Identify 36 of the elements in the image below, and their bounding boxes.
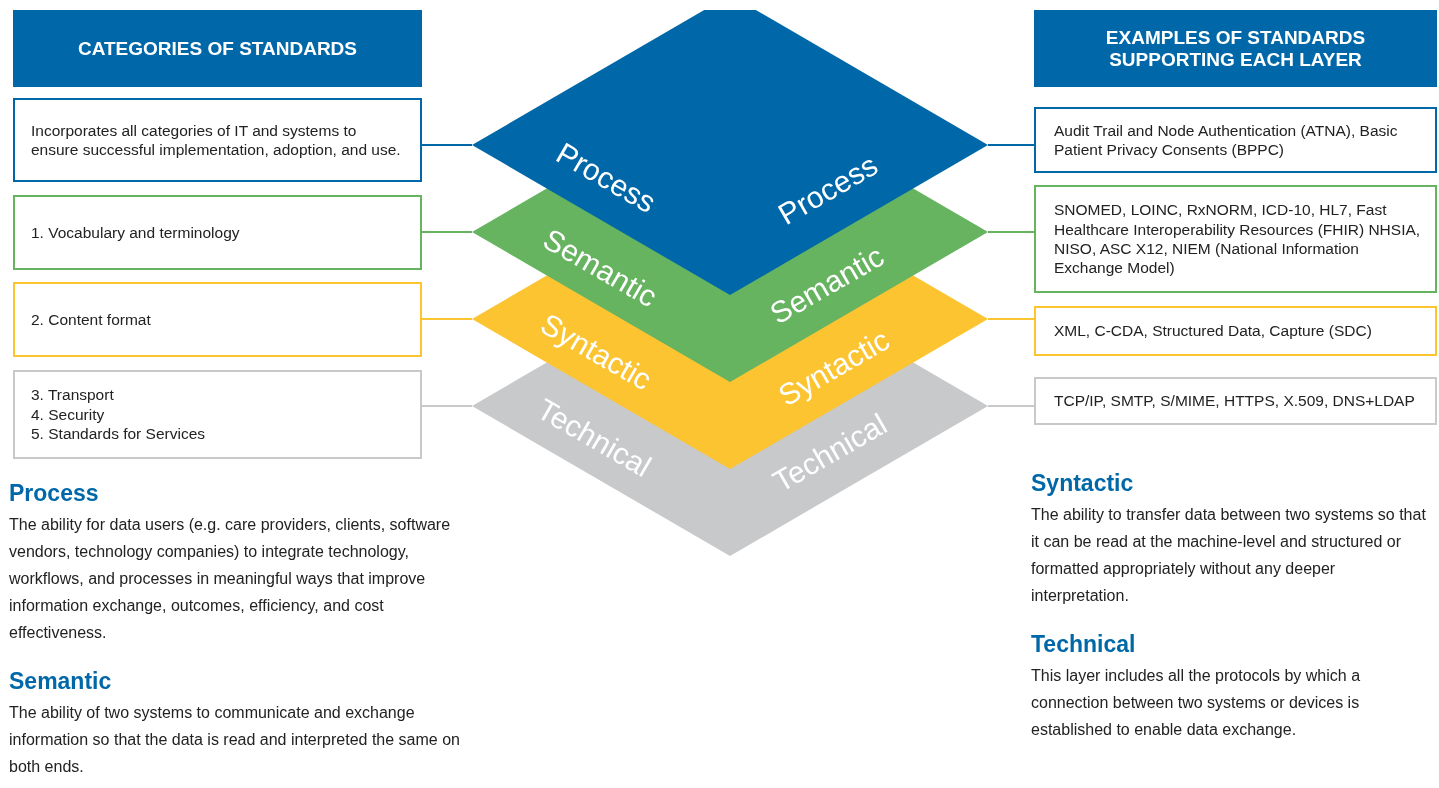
section-heading: Process — [9, 480, 99, 507]
connector-line — [421, 231, 473, 233]
connector-line — [987, 231, 1035, 233]
box-text: Audit Trail and Node Authentication (ATNA), Basic Patient Privacy Consents (BPPC) — [1054, 120, 1399, 160]
box-text: 5. Standards for Services — [31, 424, 207, 444]
connector-line — [421, 144, 473, 146]
box-text: 3. Transport — [31, 385, 115, 405]
category-box — [1034, 377, 1437, 425]
category-box — [13, 98, 422, 182]
category-box — [1034, 185, 1437, 293]
box-text: SNOMED, LOINC, RxNORM, ICD-10, HL7, Fast Healthcare Interoperability Resources (FHIR) NHSIA, NISO, ASC X12, NIEM (National Information Exchange Model) — [1054, 200, 1422, 278]
connector-line — [987, 318, 1035, 320]
box-text: 2. Content format — [31, 309, 152, 330]
section-heading: Semantic — [9, 668, 112, 695]
section-header: CATEGORIES OF STANDARDS — [13, 10, 422, 87]
box-text: 1. Vocabulary and terminology — [31, 222, 241, 243]
section-heading: Syntactic — [1031, 470, 1134, 497]
category-box — [13, 195, 422, 270]
description-paragraph: The ability to transfer data between two systems so that it can be read at the machine-level and structured or formatted appropriately without any deeper interpretation. — [1031, 505, 1427, 606]
category-box — [13, 282, 422, 357]
description-paragraph: This layer includes all the protocols by which a connection between two systems or devices is established to enable data exchange. — [1031, 666, 1362, 740]
section-header: EXAMPLES OF STANDARDS SUPPORTING EACH LAYER — [1034, 10, 1437, 87]
section-heading: Technical — [1031, 631, 1136, 658]
category-box — [1034, 107, 1437, 173]
description-paragraph: The ability of two systems to communicate and exchange information so that the data is read and interpreted the same on both ends. — [9, 703, 461, 777]
connector-line — [987, 405, 1035, 407]
connector-line — [421, 405, 473, 407]
category-box — [13, 370, 422, 459]
box-text: Incorporates all categories of IT and systems to ensure successful implementation, adoption, and use. — [31, 120, 402, 160]
category-box — [1034, 306, 1437, 356]
description-paragraph: The ability for data users (e.g. care providers, clients, software vendors, technology companies) to integrate technology, workflows, and processes in meaningful ways that improve information exchange, outcomes, efficiency, and cost effectiveness. — [9, 515, 452, 643]
box-text: XML, C-CDA, Structured Data, Capture (SDC) — [1054, 321, 1373, 341]
connector-line — [421, 318, 473, 320]
connector-line — [987, 144, 1035, 146]
box-text: 4. Security — [31, 404, 106, 425]
box-text: TCP/IP, SMTP, S/MIME, HTTPS, X.509, DNS+LDAP — [1054, 391, 1416, 411]
